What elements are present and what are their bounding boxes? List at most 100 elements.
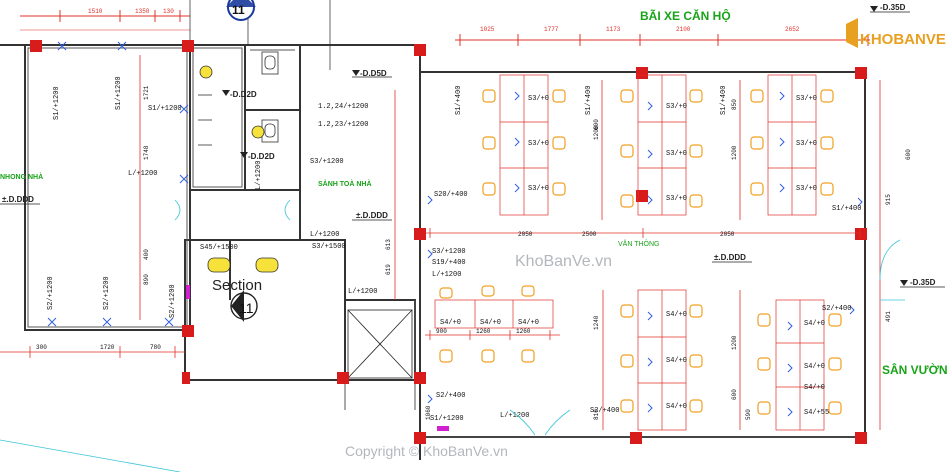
- vdim-8: 1200: [731, 145, 738, 160]
- partition-walls: [27, 47, 865, 438]
- section-top-number: 11: [232, 3, 245, 17]
- structural-columns: [30, 40, 867, 444]
- misc-label-16: S3/+1500: [312, 243, 346, 251]
- socket-label-u7: S3/+0: [796, 95, 817, 103]
- dim-top-7: 2100: [676, 26, 691, 33]
- socket-label-u9: S3/+0: [796, 185, 817, 193]
- vdim-11: 491: [885, 311, 892, 322]
- socket-label-u4: S3/+0: [666, 103, 687, 111]
- vdim-14: 600: [731, 389, 738, 400]
- door-swings: [0, 199, 905, 472]
- dim-bot-2: 1260: [476, 328, 491, 335]
- zone-hall-label: SẢNH TOÀ NHÀ: [318, 179, 372, 188]
- misc-label-1: S1/+1200: [53, 86, 61, 120]
- misc-label-5: S3/+1200: [310, 158, 344, 166]
- top-dimension-chain: [20, 15, 870, 41]
- misc-label-20: S2/+1200: [47, 276, 55, 310]
- level-hall: -D.D5D: [360, 69, 387, 78]
- misc-label-24: S2/+400: [590, 407, 619, 415]
- dim-top-6: 1173: [606, 26, 621, 33]
- vdim-2: 1748: [143, 145, 150, 160]
- toilet-fixtures: [198, 51, 279, 146]
- vdim-4: 890: [143, 274, 150, 285]
- misc-label-23: S2/+400: [436, 392, 465, 400]
- top-dim-ticks: [59, 10, 869, 46]
- vdim-6: 1200: [593, 125, 600, 140]
- misc-label-8: S1/+400: [585, 86, 593, 115]
- socket-label-l1: S4/+0: [440, 319, 461, 327]
- magenta-marks: [186, 285, 449, 431]
- chairs-upper: [482, 89, 834, 208]
- misc-label-10: S20/+400: [434, 191, 468, 199]
- level-wc1: -D.D2D: [230, 90, 257, 99]
- chairs-lower: [439, 285, 842, 415]
- vdim-17: 613: [385, 239, 392, 250]
- dim-bot-4: 1060: [425, 405, 432, 420]
- misc-label-19: S2/+400: [822, 305, 851, 313]
- socket-symbols: [47, 41, 863, 417]
- level-mid-hall: ±.D.DDD: [356, 211, 388, 220]
- section-label: Section: [212, 277, 262, 294]
- vdim-3: 400: [143, 249, 150, 260]
- socket-label-r6: S4/+0: [804, 384, 825, 392]
- mid-dimension-chain: [425, 228, 861, 238]
- desk-clusters-lower: [434, 289, 825, 431]
- socket-label-u6: S3/+0: [666, 195, 687, 203]
- vdim-1: 1721: [143, 85, 150, 100]
- vdim-18: 619: [385, 264, 392, 275]
- dim-top-8: 2652: [785, 26, 800, 33]
- misc-label-9: S1/+400: [720, 86, 728, 115]
- logo-text: KHOBANVE: [860, 31, 946, 48]
- level-marker-mid-hall: ±.D.DDD: [352, 211, 392, 221]
- misc-label-15: L/+1200: [310, 231, 339, 239]
- misc-label-11: S3/+1200: [432, 248, 466, 256]
- socket-label-l3: S4/+0: [518, 319, 539, 327]
- dim-lb-2: 1720: [100, 344, 115, 351]
- misc-label-25: L/+1200: [500, 412, 529, 420]
- misc-label-7: S1/+400: [455, 86, 463, 115]
- dim-mid-3: 2050: [720, 231, 735, 238]
- misc-label-14: L/+1200: [348, 288, 377, 296]
- misc-label-6: L/+1200: [255, 161, 263, 190]
- zone-office-label: VĂN THÔNG: [618, 239, 660, 248]
- socket-label-r1: S4/+0: [666, 311, 687, 319]
- section-marker-top: 11: [226, 0, 256, 21]
- vdim-9: 915: [885, 194, 892, 205]
- vdim-10: 600: [905, 149, 912, 160]
- zone-left-label: NHONG NHÀ: [0, 172, 43, 181]
- dim-bot-1: 900: [436, 328, 447, 335]
- dim-top-3: 130: [163, 8, 174, 15]
- dim-top-5: 1777: [544, 26, 559, 33]
- misc-label-18: S1/+400: [832, 205, 861, 213]
- wc-label-2: 1.2,23/+1200: [318, 121, 368, 129]
- misc-label-3: S1/+1200: [148, 105, 182, 113]
- misc-label-22: S2/+1200: [169, 284, 177, 318]
- misc-label-21: S2/+1200: [103, 276, 111, 310]
- wc-label-1: 1.2,24/+1200: [318, 103, 368, 111]
- socket-label-u3: S3/+0: [528, 185, 549, 193]
- dim-top-1: 1510: [88, 8, 103, 15]
- socket-label-r7: S4/+55: [804, 409, 829, 417]
- misc-label-12: S19/+400: [432, 259, 466, 267]
- dim-lb-1: 300: [36, 344, 47, 351]
- vdim-7: 850: [731, 99, 738, 110]
- level-center: ±.D.DDD: [714, 253, 746, 262]
- vdim-13: 1200: [731, 335, 738, 350]
- stair-symbol: [347, 309, 413, 379]
- level-marker-top-right: -D.35D: [870, 3, 910, 13]
- level-marker-left: ±.D.DDD: [0, 195, 40, 205]
- dim-mid-2: 2500: [582, 231, 597, 238]
- misc-label-17: S45/+1500: [200, 244, 238, 252]
- level-marker-wc1: -D.D2D: [222, 90, 257, 99]
- dim-top-2: 1350: [135, 8, 150, 15]
- section-marker: Section 11: [212, 277, 262, 322]
- level-right: -D.35D: [910, 278, 936, 287]
- level-marker-wc2: -D.D2D: [240, 152, 275, 161]
- dim-bot-3: 1260: [516, 328, 531, 335]
- socket-label-u8: S3/+0: [796, 140, 817, 148]
- vdim-15: 810: [593, 409, 600, 420]
- logo-watermark: KHOBANVE: [846, 18, 946, 48]
- washbasins: [207, 257, 279, 273]
- socket-label-u5: S3/+0: [666, 150, 687, 158]
